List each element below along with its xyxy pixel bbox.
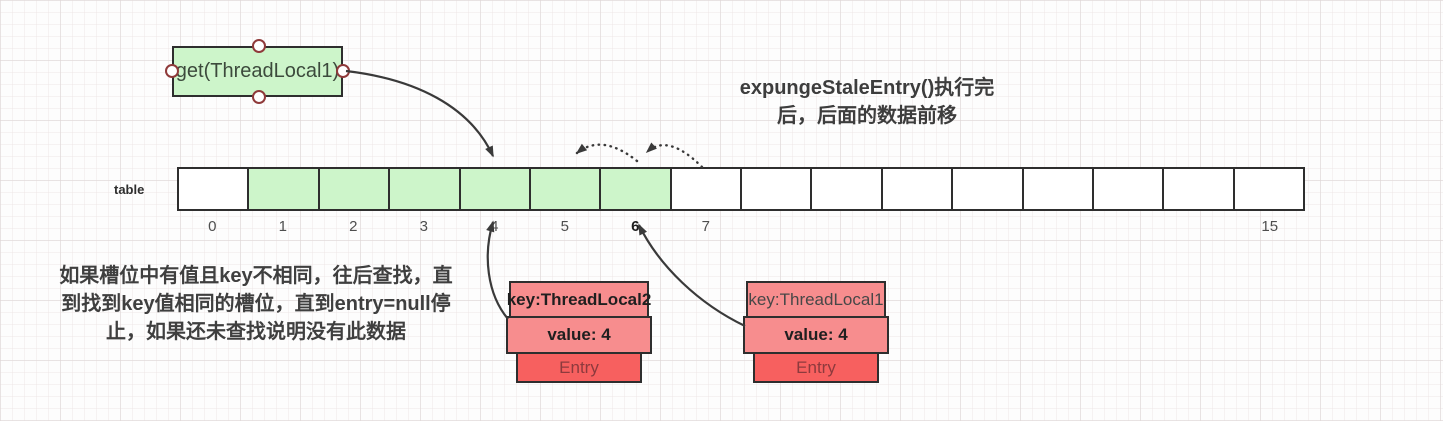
note-line-3: 止，如果还未查找说明没有此数据 bbox=[106, 321, 406, 343]
table-cell[interactable] bbox=[669, 167, 742, 211]
cell-index-label bbox=[741, 217, 812, 237]
cell-index-label bbox=[812, 217, 883, 237]
table-cell[interactable] bbox=[317, 167, 391, 211]
cell-index-label: 6 bbox=[631, 218, 640, 235]
get-threadlocal1-label: get(ThreadLocal1) bbox=[175, 60, 340, 82]
note-text: 如果槽位中有值且key不相同，往后查找，直 到找到key值相同的槽位，直到ent… bbox=[38, 262, 474, 346]
table-cell[interactable] bbox=[247, 167, 320, 211]
node-handle-left[interactable] bbox=[165, 64, 179, 78]
table-cell[interactable] bbox=[1021, 167, 1094, 211]
table-cell[interactable] bbox=[388, 167, 461, 211]
table-cell[interactable] bbox=[599, 167, 672, 211]
entry-node-threadlocal2[interactable]: key:ThreadLocal2 value: 4 Entry bbox=[506, 281, 652, 383]
arrow-shift-7-to-6 bbox=[645, 142, 704, 169]
cell-index-label: 5 bbox=[560, 218, 569, 235]
title-text: expungeStaleEntry()执行完 后，后面的数据前移 bbox=[700, 74, 1034, 130]
cell-index-label: 1 bbox=[278, 218, 287, 235]
table-cell[interactable] bbox=[1232, 167, 1305, 211]
cell-index-label: 2 bbox=[349, 218, 358, 235]
entry-label: Entry bbox=[753, 352, 879, 383]
cell-index-label: 3 bbox=[419, 218, 428, 235]
cell-index-label: 7 bbox=[701, 218, 710, 235]
table-cell[interactable] bbox=[740, 167, 813, 211]
cell-index-label bbox=[1023, 217, 1094, 237]
node-handle-bottom[interactable] bbox=[252, 90, 266, 104]
table-cell[interactable] bbox=[458, 167, 531, 211]
table-cell[interactable] bbox=[810, 167, 883, 211]
node-handle-right[interactable] bbox=[336, 64, 350, 78]
cell-index-label bbox=[1164, 217, 1235, 237]
table-cell[interactable] bbox=[951, 167, 1024, 211]
table-indices: 0 1 2 3 4 5 6 7 15 bbox=[177, 217, 1305, 237]
arrow-get-to-cell4 bbox=[345, 69, 494, 158]
table-label: table bbox=[114, 182, 145, 197]
note-line-2: 到找到key值相同的槽位，直到entry=null停 bbox=[61, 293, 451, 315]
cell-index-label bbox=[882, 217, 953, 237]
entry-key: key:ThreadLocal1 bbox=[746, 281, 886, 318]
cell-index-label: 0 bbox=[208, 218, 217, 235]
cell-index-label bbox=[953, 217, 1024, 237]
arrow-shift-6-to-5 bbox=[575, 143, 639, 163]
table-cell[interactable] bbox=[1091, 167, 1165, 211]
title-line-2: 后，后面的数据前移 bbox=[777, 105, 957, 127]
cell-index-label bbox=[1094, 217, 1165, 237]
cell-index-label: 4 bbox=[490, 218, 499, 235]
table-cell[interactable] bbox=[528, 167, 602, 211]
table-cells bbox=[177, 167, 1305, 211]
get-threadlocal1-node[interactable]: get(ThreadLocal1) bbox=[172, 46, 343, 97]
entry-key: key:ThreadLocal2 bbox=[507, 281, 651, 318]
table-cell[interactable] bbox=[880, 167, 954, 211]
entry-value: value: 4 bbox=[743, 316, 889, 354]
entry-label: Entry bbox=[516, 352, 642, 383]
node-handle-top[interactable] bbox=[252, 39, 266, 53]
cell-index-label: 15 bbox=[1261, 218, 1279, 235]
entry-value: value: 4 bbox=[506, 316, 652, 354]
arrow-entry1-to-index6 bbox=[638, 223, 746, 327]
title-line-1: expungeStaleEntry()执行完 bbox=[739, 77, 995, 99]
table-cell[interactable] bbox=[177, 167, 250, 211]
table-cell[interactable] bbox=[1162, 167, 1235, 211]
entry-node-threadlocal1[interactable]: key:ThreadLocal1 value: 4 Entry bbox=[743, 281, 890, 383]
note-line-1: 如果槽位中有值且key不相同，往后查找，直 bbox=[59, 265, 453, 287]
